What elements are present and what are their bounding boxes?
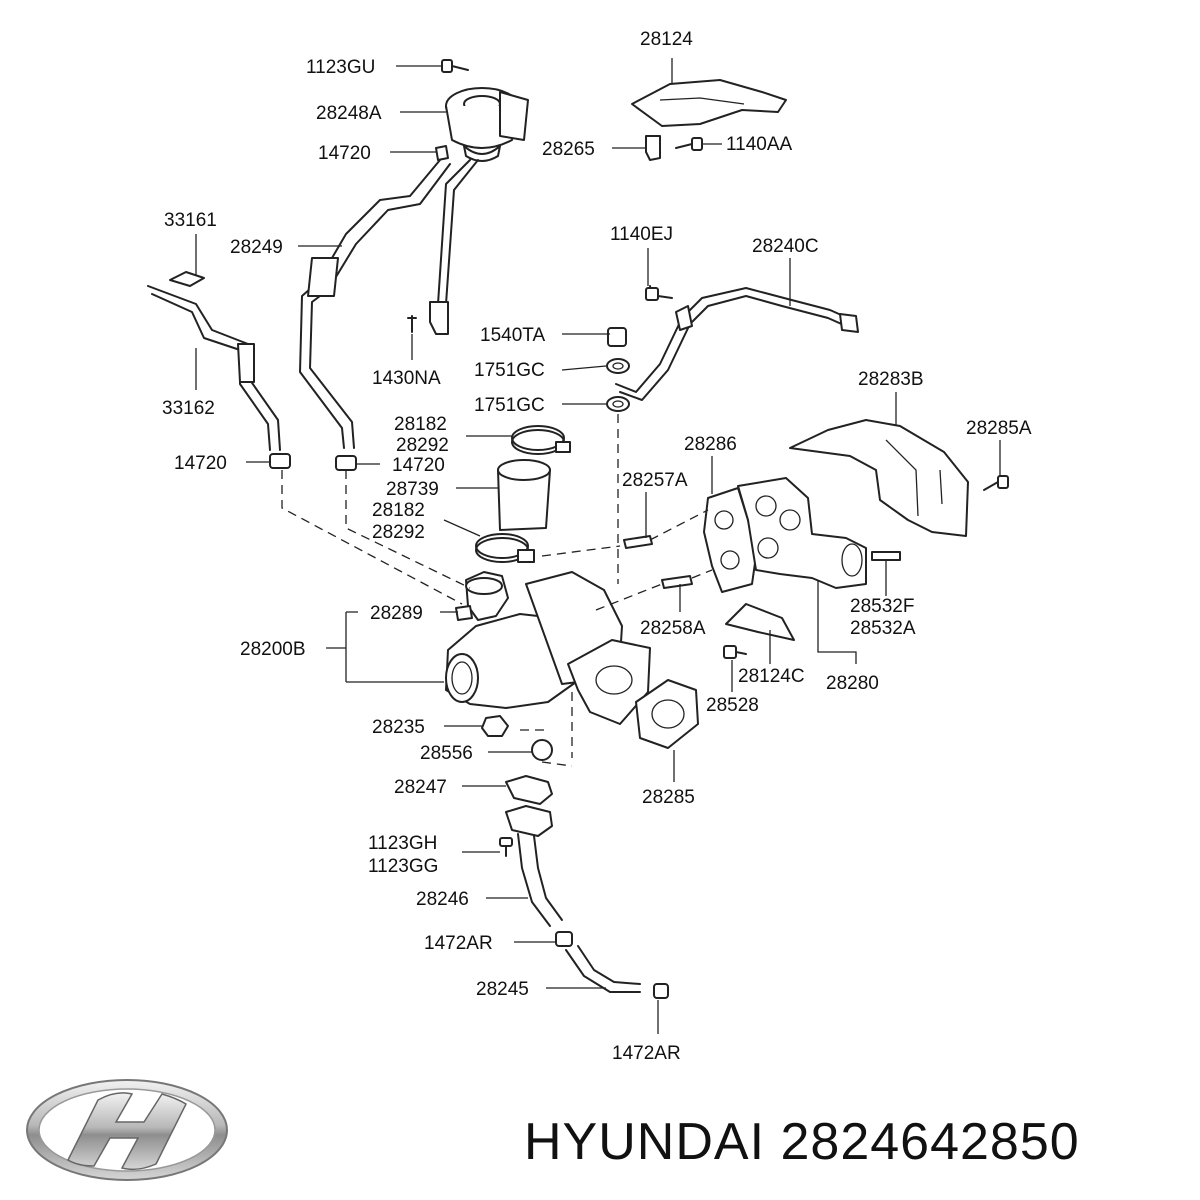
callout-28258a: 28258A bbox=[640, 618, 706, 639]
callout-28532f: 28532F bbox=[850, 596, 914, 617]
clip-28265 bbox=[645, 135, 661, 161]
part-number: 2824642850 bbox=[780, 1113, 1080, 1171]
callout-28285a: 28285A bbox=[966, 418, 1032, 439]
callout-28247: 28247 bbox=[394, 777, 447, 798]
pin-1430na bbox=[407, 315, 417, 333]
callout-1430na: 1430NA bbox=[372, 368, 441, 389]
callout-28124: 28124 bbox=[640, 29, 693, 50]
callout-1540ta: 1540TA bbox=[480, 325, 545, 346]
callout-28182-lower: 28182 bbox=[372, 500, 425, 521]
callout-14720: 14720 bbox=[318, 143, 371, 164]
bolt-1123gh bbox=[499, 837, 513, 857]
callout-28265: 28265 bbox=[542, 139, 595, 160]
hose-clip-14720-mid bbox=[335, 455, 357, 471]
plug-1540ta bbox=[607, 327, 627, 347]
callout-28124c: 28124C bbox=[738, 666, 805, 687]
callout-28292-upper: 28292 bbox=[396, 435, 449, 456]
washer-1751gc-lower bbox=[606, 396, 630, 412]
callout-28240c: 28240C bbox=[752, 236, 819, 257]
callout-28280: 28280 bbox=[826, 673, 879, 694]
callout-1751gc-lower: 1751GC bbox=[474, 395, 545, 416]
hyundai-logo bbox=[26, 1079, 228, 1181]
oil-pipe-28240c bbox=[615, 287, 859, 401]
hose-28245 bbox=[565, 945, 641, 993]
part-caption: HYUNDAI 2824642850 bbox=[524, 1112, 1080, 1172]
exhaust-manifold-28280 bbox=[737, 477, 867, 589]
callout-1751gc-upper: 1751GC bbox=[474, 360, 545, 381]
stud-28257a bbox=[623, 535, 653, 549]
bolt-1123gu bbox=[441, 59, 469, 73]
callout-28200b: 28200B bbox=[240, 639, 306, 660]
callout-1123gh: 1123GH bbox=[368, 833, 437, 854]
heat-shield-28124 bbox=[631, 79, 787, 127]
hose-28249 bbox=[299, 159, 451, 449]
callout-14720-left: 14720 bbox=[174, 453, 227, 474]
callout-33161: 33161 bbox=[164, 210, 217, 231]
callout-28245: 28245 bbox=[476, 979, 529, 1000]
callout-28739: 28739 bbox=[386, 479, 439, 500]
callout-labels: 1123GU 28248A 14720 28124 28265 1140AA 3… bbox=[162, 29, 1032, 1064]
callout-28182-upper: 28182 bbox=[394, 414, 447, 435]
washer-28556 bbox=[531, 739, 553, 761]
callout-33162: 33162 bbox=[162, 398, 215, 419]
clamp-28182-lower bbox=[475, 533, 535, 563]
callout-1140aa: 1140AA bbox=[726, 134, 793, 155]
callout-28532a: 28532A bbox=[850, 618, 916, 639]
callout-1123gg: 1123GG bbox=[368, 856, 438, 877]
hose-clip-1472ar-upper bbox=[555, 931, 573, 947]
turbocharger-28200b bbox=[445, 571, 651, 725]
callout-28285: 28285 bbox=[642, 787, 695, 808]
bolt-28285a bbox=[983, 475, 1009, 491]
gasket-28247 bbox=[505, 775, 553, 805]
brand-name: HYUNDAI bbox=[524, 1113, 766, 1171]
callout-28246: 28246 bbox=[416, 889, 469, 910]
callout-1472ar-upper: 1472AR bbox=[424, 933, 493, 954]
callout-1123gu: 1123GU bbox=[306, 57, 375, 78]
callout-28528: 28528 bbox=[706, 695, 759, 716]
oil-return-pipe-28246 bbox=[505, 805, 563, 927]
heat-shield-28283b bbox=[789, 419, 969, 537]
heat-shield-28124c bbox=[725, 603, 795, 641]
leader-lines bbox=[195, 58, 1001, 1034]
callout-28235: 28235 bbox=[372, 717, 425, 738]
callout-1140ej: 1140EJ bbox=[610, 224, 673, 245]
clamp-28182-upper bbox=[511, 425, 571, 455]
callout-28289: 28289 bbox=[370, 603, 423, 624]
hose-clip-14720-left bbox=[269, 453, 291, 469]
hose-clip-14720-top bbox=[435, 145, 449, 161]
callout-28249: 28249 bbox=[230, 237, 283, 258]
bolt-1140ej bbox=[645, 285, 673, 301]
stud-28258a bbox=[661, 575, 693, 589]
gasket-28285 bbox=[635, 679, 699, 749]
callout-1472ar-lower: 1472AR bbox=[612, 1043, 681, 1064]
stud-28532 bbox=[871, 551, 901, 561]
callout-14720-mid: 14720 bbox=[392, 455, 445, 476]
callout-28283b: 28283B bbox=[858, 369, 924, 390]
bolt-1140aa bbox=[675, 137, 703, 151]
actuator-rod bbox=[429, 159, 479, 335]
gasket-28286 bbox=[703, 487, 757, 593]
bolt-28528 bbox=[723, 645, 747, 659]
assembly-lines bbox=[281, 414, 713, 767]
nut-28235 bbox=[481, 715, 509, 737]
callout-28292-lower: 28292 bbox=[372, 522, 425, 543]
hose-sleeve-28739 bbox=[497, 459, 551, 531]
callout-28248a: 28248A bbox=[316, 103, 382, 124]
callout-28286: 28286 bbox=[684, 434, 737, 455]
bracket-33161 bbox=[169, 271, 205, 287]
callout-28556: 28556 bbox=[420, 743, 473, 764]
hose-33162 bbox=[147, 285, 281, 451]
washer-1751gc-upper bbox=[606, 358, 630, 374]
wastegate-actuator-28248a bbox=[445, 87, 529, 162]
hose-clip-1472ar-lower bbox=[653, 983, 669, 999]
callout-28257a: 28257A bbox=[622, 470, 688, 491]
